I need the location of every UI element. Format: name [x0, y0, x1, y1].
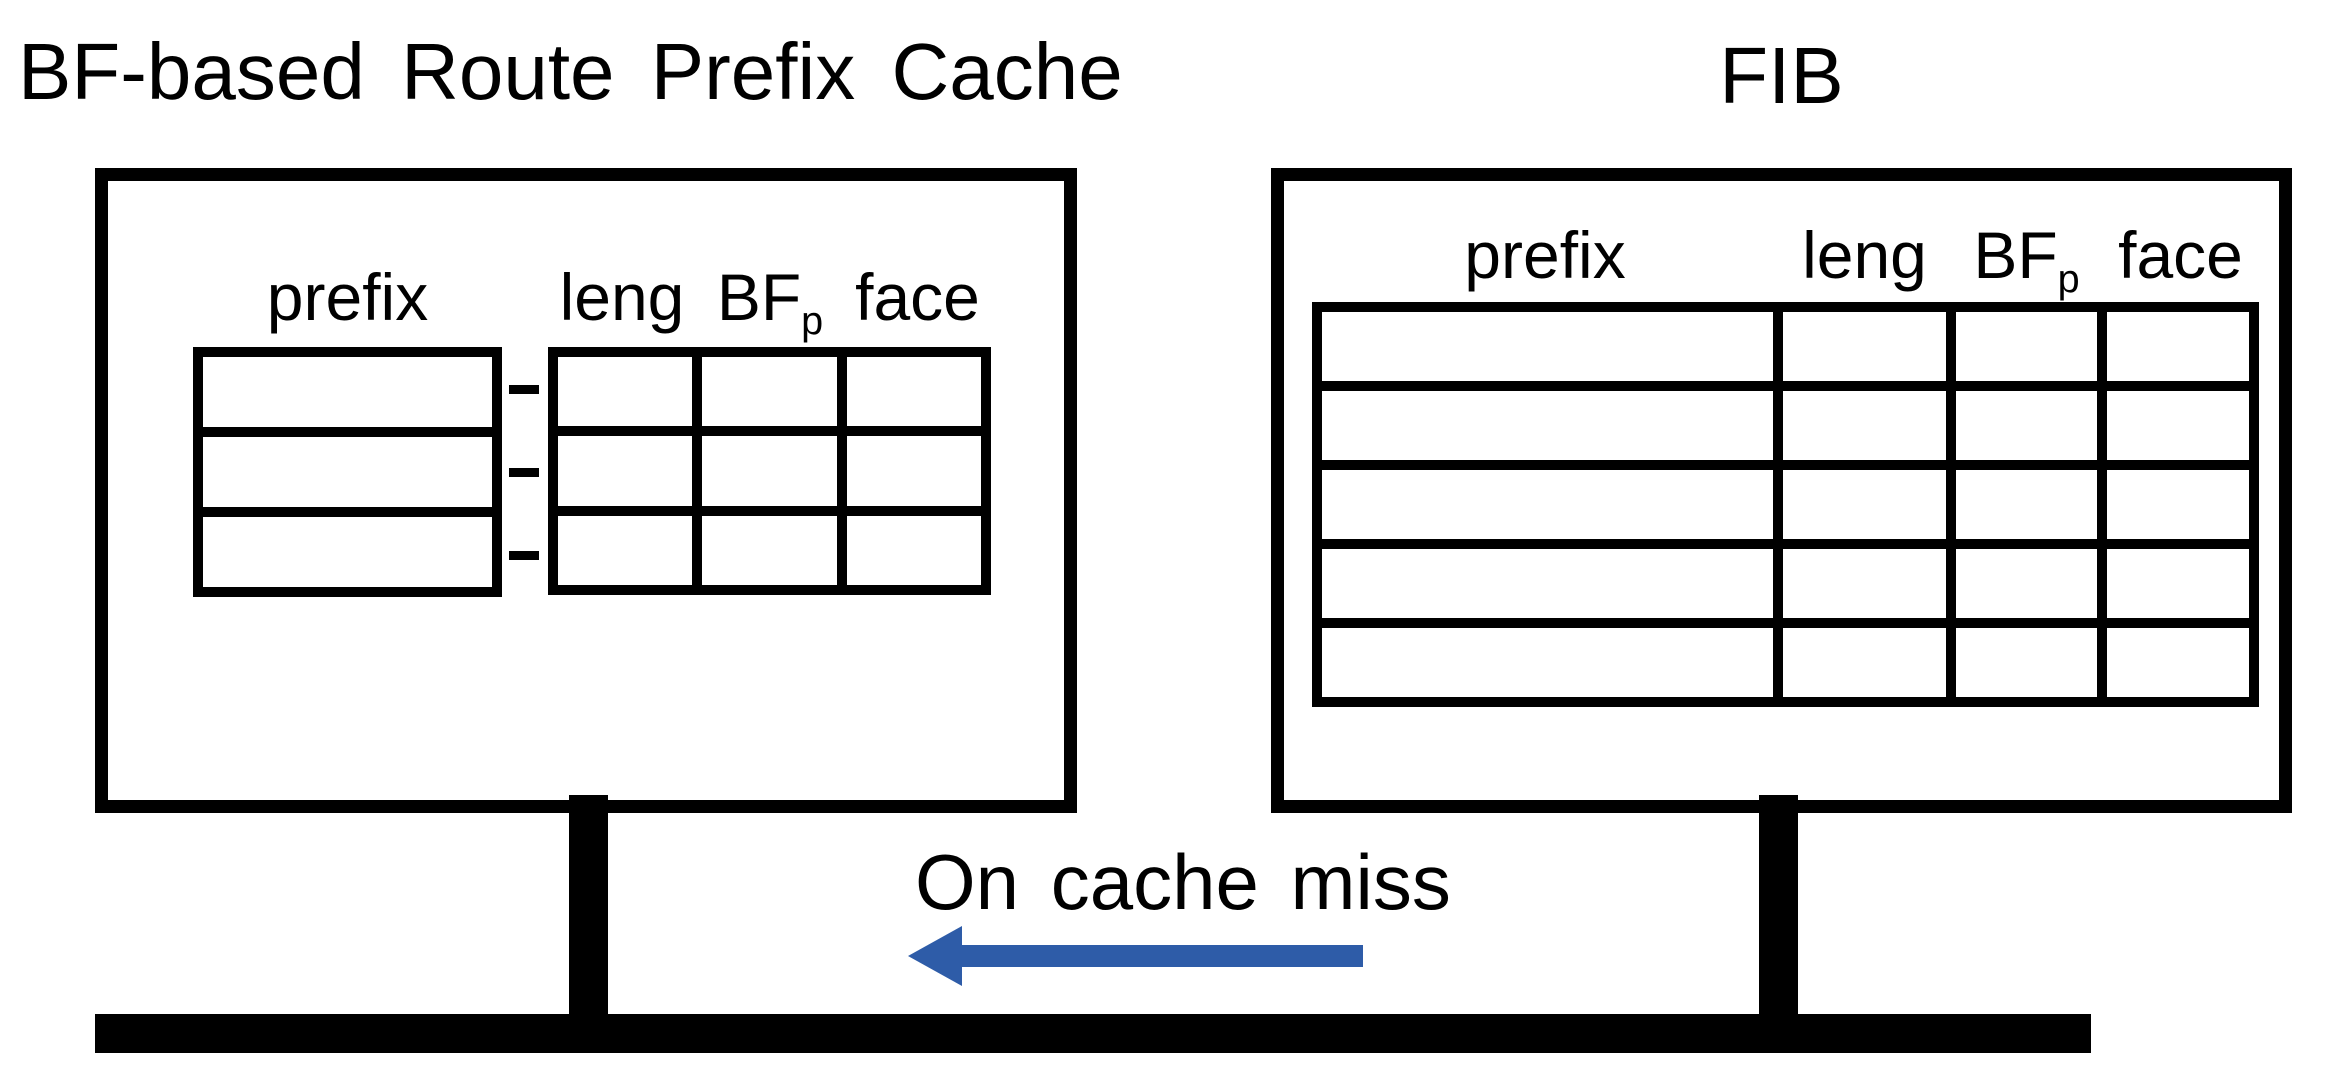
cache-attr-cell [846, 436, 981, 506]
cache-attr-cell [702, 515, 837, 585]
cache-leng-label: leng [559, 260, 685, 334]
cache-prefix-cell [203, 357, 492, 427]
fib-cell [2107, 312, 2249, 381]
cache-prefix-table [193, 347, 502, 597]
cache-attr-cell [558, 436, 693, 506]
cache-attr-cell [846, 357, 981, 427]
arrow-shaft [962, 945, 1363, 967]
cache-face-label: face [855, 260, 980, 334]
fib-bf-label: BF [1973, 218, 2058, 292]
fib-cell [1322, 549, 1773, 618]
cache-bfp-column-header: BFp [696, 260, 844, 341]
fib-cell [1783, 549, 1946, 618]
fib-cell [1956, 628, 2097, 697]
fib-cell [1783, 470, 1946, 539]
cache-attr-table [548, 347, 991, 595]
fib-cell [1956, 470, 2097, 539]
fib-face-label: face [2118, 218, 2243, 292]
fib-face-column-header: face [2102, 218, 2259, 294]
fib-leng-label: leng [1802, 218, 1927, 292]
fib-cell [1783, 628, 1946, 697]
cache-bus-stem [569, 795, 608, 1014]
cache-leng-column-header: leng [548, 260, 696, 336]
bus-line [95, 1014, 2091, 1053]
fib-bus-stem [1759, 795, 1798, 1014]
fib-leng-column-header: leng [1778, 218, 1951, 294]
cache-bf-sub: p [801, 299, 824, 344]
cache-prefix-cell [203, 437, 492, 507]
fib-cell [2107, 391, 2249, 460]
cache-face-column-header: face [844, 260, 991, 336]
cache-attr-cell [702, 357, 837, 427]
cache-miss-left-arrow [908, 926, 1363, 986]
cache-bf-label: BF [716, 260, 802, 334]
fib-bfp-column-header: BFp [1951, 218, 2102, 299]
fib-bf-sub: p [2057, 257, 2080, 302]
fib-cell [1783, 312, 1946, 381]
fib-title: FIB [1719, 31, 1844, 120]
fib-cell [1783, 391, 1946, 460]
fib-cell [1956, 391, 2097, 460]
fib-cell [1322, 312, 1773, 381]
fib-cell [1322, 628, 1773, 697]
fib-cell [1956, 312, 2097, 381]
cache-miss-label: On cache miss [915, 838, 1451, 926]
row-link-dash [509, 385, 539, 394]
cache-prefix-cell [203, 517, 492, 587]
cache-prefix-column-header: prefix [266, 260, 429, 334]
fib-cell [1322, 391, 1773, 460]
fib-cell [2107, 470, 2249, 539]
cache-attr-cell [846, 515, 981, 585]
arrow-head-icon [908, 926, 962, 986]
fib-prefix-label: prefix [1464, 218, 1626, 292]
cache-attr-cell [702, 436, 837, 506]
fib-table [1312, 302, 2259, 707]
fib-cell [1322, 470, 1773, 539]
cache-attr-cell [558, 515, 693, 585]
fib-prefix-column-header: prefix [1312, 218, 1778, 294]
fib-cell [1956, 549, 2097, 618]
cache-attr-cell [558, 357, 693, 427]
cache-title: BF-based Route Prefix Cache [18, 27, 1123, 116]
fib-cell [2107, 549, 2249, 618]
row-link-dash [509, 468, 539, 477]
row-link-dash [509, 551, 539, 560]
fib-cell [2107, 628, 2249, 697]
